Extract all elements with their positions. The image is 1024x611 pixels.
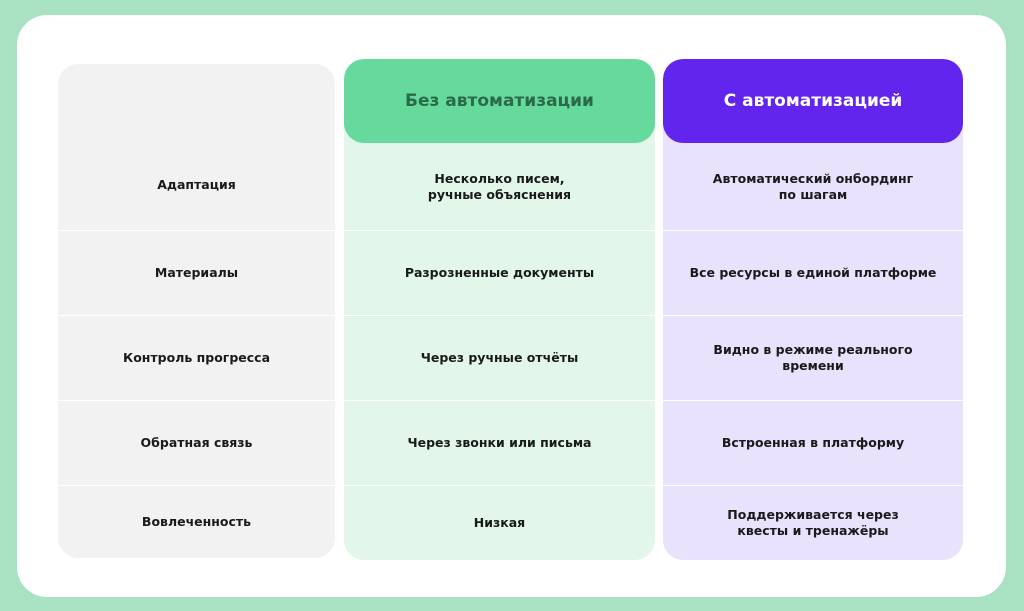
without-progress-cell: Через ручные отчёты: [420, 349, 579, 365]
row-label-adaptation: Адаптация: [157, 177, 236, 192]
row-divider: [663, 485, 963, 486]
with-adaptation-cell: Автоматический онбординг по шагам: [712, 170, 914, 202]
without-automation-column: Без автоматизации Несколько писем, ручны…: [344, 59, 655, 560]
row-labels-column: Адаптация Материалы Контроль прогресса О…: [58, 64, 335, 558]
with-automation-column: С автоматизацией Автоматический онбордин…: [663, 59, 963, 560]
row-divider: [344, 485, 655, 486]
row-divider: [58, 485, 335, 486]
with-feedback-cell: Встроенная в платформу: [721, 434, 905, 450]
row-divider: [344, 400, 655, 401]
row-label-progress-control: Контроль прогресса: [122, 349, 270, 365]
without-automation-header: Без автоматизации: [344, 59, 655, 143]
row-label-feedback: Обратная связь: [140, 434, 253, 450]
row-label-engagement: Вовлеченность: [141, 513, 252, 529]
row-label-materials: Материалы: [154, 264, 239, 280]
with-engagement-cell: Поддерживается через квесты и тренажёры: [727, 506, 899, 538]
row-divider: [344, 315, 655, 316]
row-divider: [58, 315, 335, 316]
with-materials-cell: Все ресурсы в единой платформе: [689, 264, 937, 280]
without-engagement-cell: Низкая: [473, 514, 526, 530]
row-divider: [58, 230, 335, 231]
without-feedback-cell: Через звонки или письма: [407, 434, 592, 450]
without-materials-cell: Разрозненные документы: [404, 264, 595, 280]
with-automation-header: С автоматизацией: [663, 59, 963, 143]
row-divider: [58, 400, 335, 401]
row-divider: [663, 400, 963, 401]
with-progress-cell: Видно в режиме реального времени: [713, 341, 913, 373]
row-divider: [344, 230, 655, 231]
row-divider: [663, 315, 963, 316]
row-divider: [663, 230, 963, 231]
without-adaptation-cell: Несколько писем, ручные объяснения: [427, 170, 572, 202]
